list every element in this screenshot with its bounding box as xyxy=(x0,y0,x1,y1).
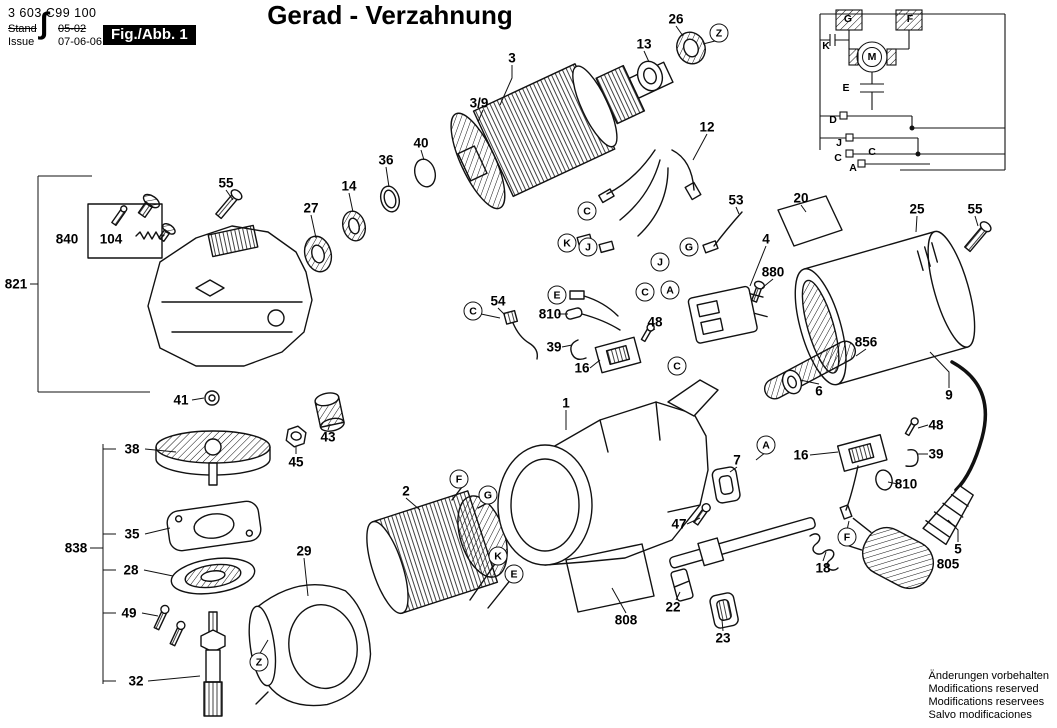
callout-a: A xyxy=(756,435,776,455)
part-label-35: 35 xyxy=(124,526,140,542)
callout-c: C xyxy=(577,201,597,221)
stand-label: Stand xyxy=(8,23,37,35)
part-label-55: 55 xyxy=(218,175,234,191)
part-label-104: 104 xyxy=(99,231,123,247)
part-label-40: 40 xyxy=(413,135,429,151)
revision-brace: ∫ xyxy=(40,7,49,40)
part-label-3: 3 xyxy=(508,50,516,66)
part-label-38: 38 xyxy=(124,441,140,457)
part-label-48: 48 xyxy=(647,314,663,330)
part-label-2: 2 xyxy=(402,483,410,499)
page-title: Gerad - Verzahnung xyxy=(267,0,513,30)
part-label-16: 16 xyxy=(574,360,590,376)
stand-row: Stand 05-02 xyxy=(8,23,102,36)
schematic-label-g: G xyxy=(843,13,853,25)
part-label-20: 20 xyxy=(793,190,809,206)
part-label-856: 856 xyxy=(854,334,878,350)
part-label-810: 810 xyxy=(538,306,562,322)
part-label-808: 808 xyxy=(614,612,638,628)
part-label-36: 36 xyxy=(378,152,394,168)
part-label-41: 41 xyxy=(173,392,189,408)
part-label-821: 821 xyxy=(4,276,28,292)
revision-block: ∫ Stand 05-02 Issue 07-06-06 xyxy=(8,9,102,49)
part-label-39: 39 xyxy=(928,446,944,462)
part-label-838: 838 xyxy=(64,540,88,556)
part-label-1: 1 xyxy=(562,395,570,411)
part-label-9: 9 xyxy=(945,387,953,403)
callout-c: C xyxy=(635,282,655,302)
callout-e: E xyxy=(504,564,524,584)
schematic-label-a: A xyxy=(849,162,857,174)
part-label-3-9: 3/9 xyxy=(469,95,489,111)
part-label-47: 47 xyxy=(671,516,687,532)
part-label-25: 25 xyxy=(909,201,925,217)
part-label-55: 55 xyxy=(967,201,983,217)
part-label-5: 5 xyxy=(954,541,962,557)
stand-value: 05-02 xyxy=(58,23,87,35)
callout-c: C xyxy=(463,301,483,321)
schematic-label-k: K xyxy=(822,40,830,52)
callout-a: A xyxy=(660,280,680,300)
part-label-49: 49 xyxy=(121,605,137,621)
callout-k: K xyxy=(557,233,577,253)
callout-g: G xyxy=(478,485,498,505)
callout-j: J xyxy=(650,252,670,272)
callout-f: F xyxy=(449,469,469,489)
schematic-label-d: D xyxy=(829,114,837,126)
issue-label: Issue xyxy=(8,36,35,48)
notice-line-es: Salvo modificaciones xyxy=(928,709,1032,721)
callout-c: C xyxy=(667,356,687,376)
part-label-43: 43 xyxy=(320,429,336,445)
part-label-14: 14 xyxy=(341,178,357,194)
callout-k: K xyxy=(488,546,508,566)
schematic-label-c: C xyxy=(868,146,876,158)
schematic-label-j: J xyxy=(836,137,842,149)
schematic-label-f: F xyxy=(906,13,914,25)
notice-line-fr: Modifications reservees xyxy=(928,696,1045,708)
issue-row: Issue 07-06-06 xyxy=(8,36,102,49)
part-label-29: 29 xyxy=(296,543,312,559)
callout-f: F xyxy=(837,527,857,547)
part-number: 3 603 C99 100 xyxy=(8,6,97,20)
callout-z: Z xyxy=(709,23,729,43)
part-label-6: 6 xyxy=(815,383,823,399)
schematic-label-m: M xyxy=(862,47,882,67)
part-label-4: 4 xyxy=(762,231,770,247)
part-label-28: 28 xyxy=(123,562,139,578)
document-meta: 3 603 C99 100 ∫ Stand 05-02 Issue 07-06-… xyxy=(8,6,102,49)
part-label-53: 53 xyxy=(728,192,744,208)
part-label-16: 16 xyxy=(793,447,809,463)
part-label-880: 880 xyxy=(761,264,785,280)
part-label-48: 48 xyxy=(928,417,944,433)
callout-z: Z xyxy=(249,652,269,672)
part-label-18: 18 xyxy=(815,560,831,576)
part-label-32: 32 xyxy=(128,673,144,689)
figure-badge: Fig./Abb. 1 xyxy=(103,25,196,45)
part-label-27: 27 xyxy=(303,200,319,216)
part-label-22: 22 xyxy=(665,599,681,615)
part-label-7: 7 xyxy=(733,452,741,468)
notice-line-en: Modifications reserved xyxy=(928,683,1039,695)
part-label-23: 23 xyxy=(715,630,731,646)
part-label-54: 54 xyxy=(490,293,506,309)
part-label-810: 810 xyxy=(894,476,918,492)
modification-notice: Änderungen vorbehalten Modifications res… xyxy=(929,670,1049,722)
part-label-39: 39 xyxy=(546,339,562,355)
part-label-13: 13 xyxy=(636,36,652,52)
callout-j: J xyxy=(578,237,598,257)
part-label-12: 12 xyxy=(699,119,715,135)
callout-g: G xyxy=(679,237,699,257)
schematic-label-e: E xyxy=(842,82,850,94)
part-label-26: 26 xyxy=(668,11,684,27)
issue-value: 07-06-06 xyxy=(58,36,103,48)
schematic-label-c: C xyxy=(834,152,842,164)
part-label-840: 840 xyxy=(55,231,79,247)
notice-line-de: Änderungen vorbehalten xyxy=(928,670,1049,682)
callout-e: E xyxy=(547,285,567,305)
part-label-805: 805 xyxy=(936,556,960,572)
part-label-45: 45 xyxy=(288,454,304,470)
